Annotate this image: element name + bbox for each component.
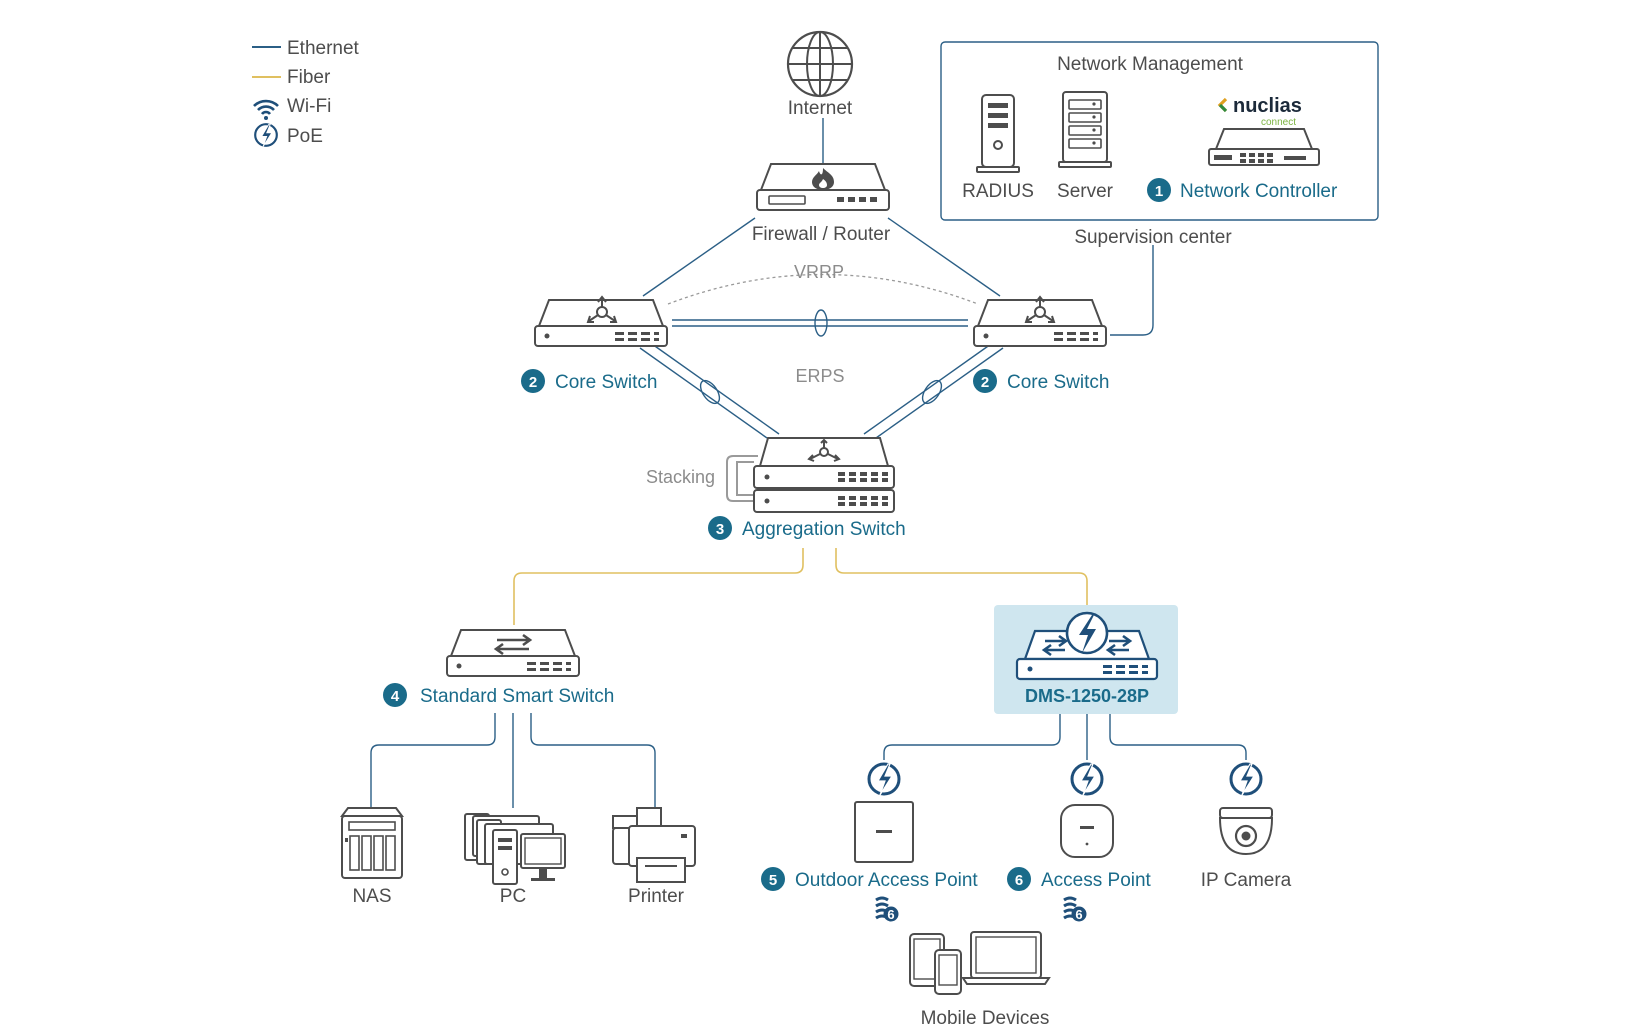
left-lag-ring — [699, 379, 721, 405]
stacking-label: Stacking — [646, 467, 715, 487]
left-agg-link-2 — [651, 343, 780, 435]
left-agg-link-1 — [639, 347, 768, 439]
pc-device[interactable] — [464, 813, 566, 885]
legend-wifi-label: Wi-Fi — [287, 96, 331, 117]
legend: Ethernet Fiber Wi-Fi PoE — [252, 38, 360, 148]
fiber-link-left — [513, 548, 804, 625]
ap-poe-icon — [1070, 762, 1104, 797]
ip-camera-device[interactable] — [1218, 807, 1274, 856]
aggregation-badge-num: 3 — [716, 521, 724, 538]
nas-link — [370, 713, 496, 810]
radius-label: RADIUS — [962, 181, 1034, 202]
camera-poe-icon — [1229, 762, 1263, 797]
outdoor-access-point-device[interactable] — [854, 801, 914, 863]
mobile-devices-icon[interactable] — [909, 931, 1051, 995]
network-controller-device[interactable] — [1208, 128, 1320, 166]
poe-legend-icon — [254, 123, 278, 148]
right-agg-link-2 — [863, 343, 992, 435]
dms-poe-icon — [1079, 615, 1096, 653]
wifi6-ap-digit: 6 — [1075, 907, 1082, 922]
nuclias-logo-sub: connect — [1261, 117, 1296, 128]
nas-device[interactable] — [340, 807, 404, 879]
vrrp-label: VRRP — [794, 262, 844, 282]
dms-1250-switch-device[interactable] — [1015, 611, 1159, 681]
outdoor-ap-badge-num: 5 — [769, 872, 777, 889]
standard-smart-switch-device[interactable] — [446, 629, 580, 677]
network-management-title: Network Management — [1057, 54, 1244, 75]
right-lag-ring — [921, 379, 943, 405]
aggregation-switch-device[interactable] — [753, 437, 895, 513]
camera-link — [1109, 713, 1247, 760]
outdoor-ap-label: Outdoor Access Point — [795, 870, 978, 891]
nas-label: NAS — [352, 886, 391, 907]
erps-label: ERPS — [795, 366, 844, 386]
standard-switch-label: Standard Smart Switch — [420, 686, 614, 707]
network-controller-label: Network Controller — [1180, 181, 1338, 202]
core-lag-ring — [814, 309, 828, 337]
printer-label: Printer — [628, 886, 685, 907]
nuclias-logo: nuclias connect — [1217, 95, 1302, 128]
pc-label: PC — [500, 886, 526, 907]
legend-ethernet-label: Ethernet — [287, 38, 360, 59]
legend-fiber-label: Fiber — [287, 67, 331, 88]
fire-icon — [812, 168, 834, 190]
wifi-icon — [253, 99, 279, 120]
router-right-link — [887, 217, 1001, 297]
printer-link — [530, 713, 656, 812]
server-device[interactable] — [1058, 91, 1112, 168]
nuclias-logo-text: nuclias — [1233, 95, 1302, 117]
supervision-link — [1110, 245, 1154, 336]
access-point-device[interactable] — [1060, 804, 1114, 858]
connections — [370, 118, 1247, 812]
dms-label: DMS-1250-28P — [1025, 686, 1149, 706]
stacking-bracket — [726, 455, 758, 502]
fiber-link-right — [835, 548, 1088, 605]
ap-badge-num: 6 — [1015, 872, 1023, 889]
controller-badge-num: 1 — [1155, 183, 1163, 200]
printer-device[interactable] — [612, 807, 696, 883]
supervision-center-label: Supervision center — [1074, 227, 1232, 248]
switch-arrows-icon — [493, 633, 533, 656]
wifi6-outdoor-digit: 6 — [887, 907, 894, 922]
wifi6-outdoor-icon: 6 — [875, 896, 899, 922]
radius-server-device[interactable] — [976, 94, 1020, 173]
standard-badge-num: 4 — [391, 688, 400, 705]
access-point-label: Access Point — [1041, 870, 1152, 891]
aggregation-label: Aggregation Switch — [742, 519, 906, 540]
core-switch-right-device[interactable] — [973, 296, 1107, 347]
outdoor-ap-poe-icon — [867, 762, 901, 797]
vrrp-link — [667, 273, 979, 305]
core-right-badge-num: 2 — [981, 374, 989, 391]
server-label: Server — [1057, 181, 1114, 202]
firewall-router-device[interactable] — [756, 163, 890, 211]
core-left-badge-num: 2 — [529, 374, 537, 391]
internet-globe-icon[interactable] — [786, 30, 854, 98]
outdoor-ap-link — [883, 713, 1061, 760]
wifi6-ap-icon: 6 — [1063, 896, 1087, 922]
firewall-router-label: Firewall / Router — [752, 224, 891, 245]
router-left-link — [642, 217, 756, 297]
core-switch-left-device[interactable] — [534, 296, 668, 347]
core-right-label: Core Switch — [1007, 372, 1109, 393]
mobile-devices-label: Mobile Devices — [921, 1008, 1050, 1029]
network-management-panel: Network Management RADIUS Server nuclias — [940, 41, 1379, 221]
ip-camera-label: IP Camera — [1201, 870, 1292, 891]
internet-label: Internet — [788, 98, 853, 119]
core-left-label: Core Switch — [555, 372, 657, 393]
legend-poe-label: PoE — [287, 126, 323, 147]
